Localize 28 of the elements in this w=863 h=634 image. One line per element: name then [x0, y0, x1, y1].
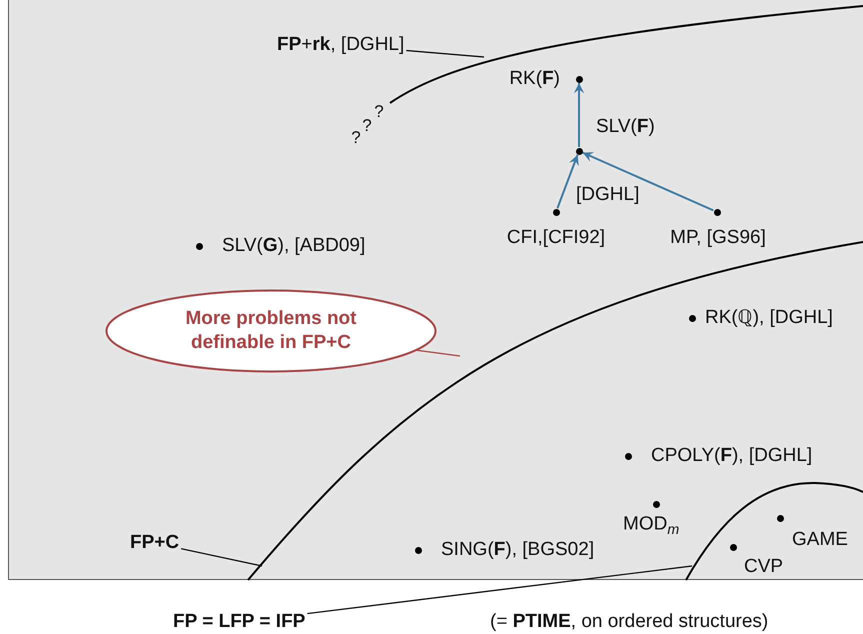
point-label: MOD$_{m}$ [623, 513, 680, 539]
point-label: CPOLY(F), [DGHL] [651, 445, 812, 467]
point-label: CFI,[CFI92] [506, 227, 606, 249]
point-label: GAME [792, 529, 848, 551]
point-label: SING(F), [BGS02] [441, 539, 594, 561]
question-mark: ? [362, 116, 372, 136]
region-label: FP+C [130, 532, 180, 554]
arrow [582, 152, 714, 212]
edge-label: SLV(F) [594, 116, 657, 138]
edge-label: [DGHL] [574, 184, 642, 206]
point-label: MP, [GS96] [670, 227, 766, 249]
question-mark: ? [374, 102, 384, 122]
point-label: RK(F) [509, 68, 560, 90]
point-label: RK(ℚ), [DGHL] [705, 307, 833, 329]
leader-line [406, 50, 484, 58]
question-mark: ? [351, 128, 361, 148]
arrow [574, 83, 584, 147]
region-label: FP+rk, [DGHL] [277, 34, 404, 56]
leader-line [180, 548, 262, 567]
callout-text: More problems not definable in FP+C [184, 307, 358, 355]
callout-bubble [105, 289, 437, 373]
arrow [556, 154, 579, 209]
point-label: CVP [744, 556, 784, 578]
region-label: FP = LFP = IFP [173, 611, 306, 633]
point-label: SLV(G), [ABD09] [222, 235, 366, 257]
callout-tail [416, 350, 460, 357]
note-text: (= PTIME, on ordered structures) [490, 611, 768, 633]
leader-line [307, 565, 692, 614]
